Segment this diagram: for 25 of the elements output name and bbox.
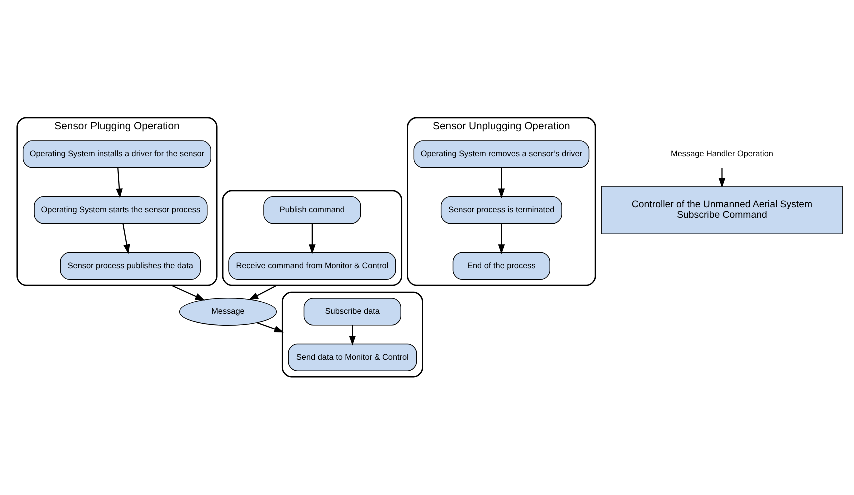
node-box: Subscribe data xyxy=(304,298,402,326)
node-box: Controller of the Unmanned Aerial System Subscribe Command xyxy=(602,186,843,235)
node-box: Publish command xyxy=(264,196,362,224)
node-box: Send data to Monitor & Control xyxy=(288,344,418,372)
node-box: End of the process xyxy=(452,252,550,280)
arrow xyxy=(349,326,356,346)
arrow xyxy=(116,168,123,198)
cluster xyxy=(282,292,424,378)
arrow xyxy=(498,168,506,198)
arrow xyxy=(256,322,284,333)
node-box: Receive command from Monitor & Control xyxy=(228,252,396,280)
arrow xyxy=(718,168,726,188)
node-box: Sensor process is terminated xyxy=(440,196,562,224)
node-box: Operating System removes a sensor’s driver xyxy=(414,140,590,168)
arrow xyxy=(172,285,206,301)
cluster xyxy=(222,190,403,286)
node-box: Sensor process publishes the data xyxy=(60,252,202,280)
arrow xyxy=(498,224,506,254)
node-box: Operating System starts the sensor process xyxy=(34,196,208,224)
node-box: Operating System installs a driver for the sensor xyxy=(22,140,212,168)
arrow xyxy=(248,285,278,300)
node-ellipse: Message xyxy=(179,298,278,326)
arrow xyxy=(309,224,316,254)
arrow xyxy=(122,224,130,254)
node-text: Message Handler Operation xyxy=(671,150,774,159)
